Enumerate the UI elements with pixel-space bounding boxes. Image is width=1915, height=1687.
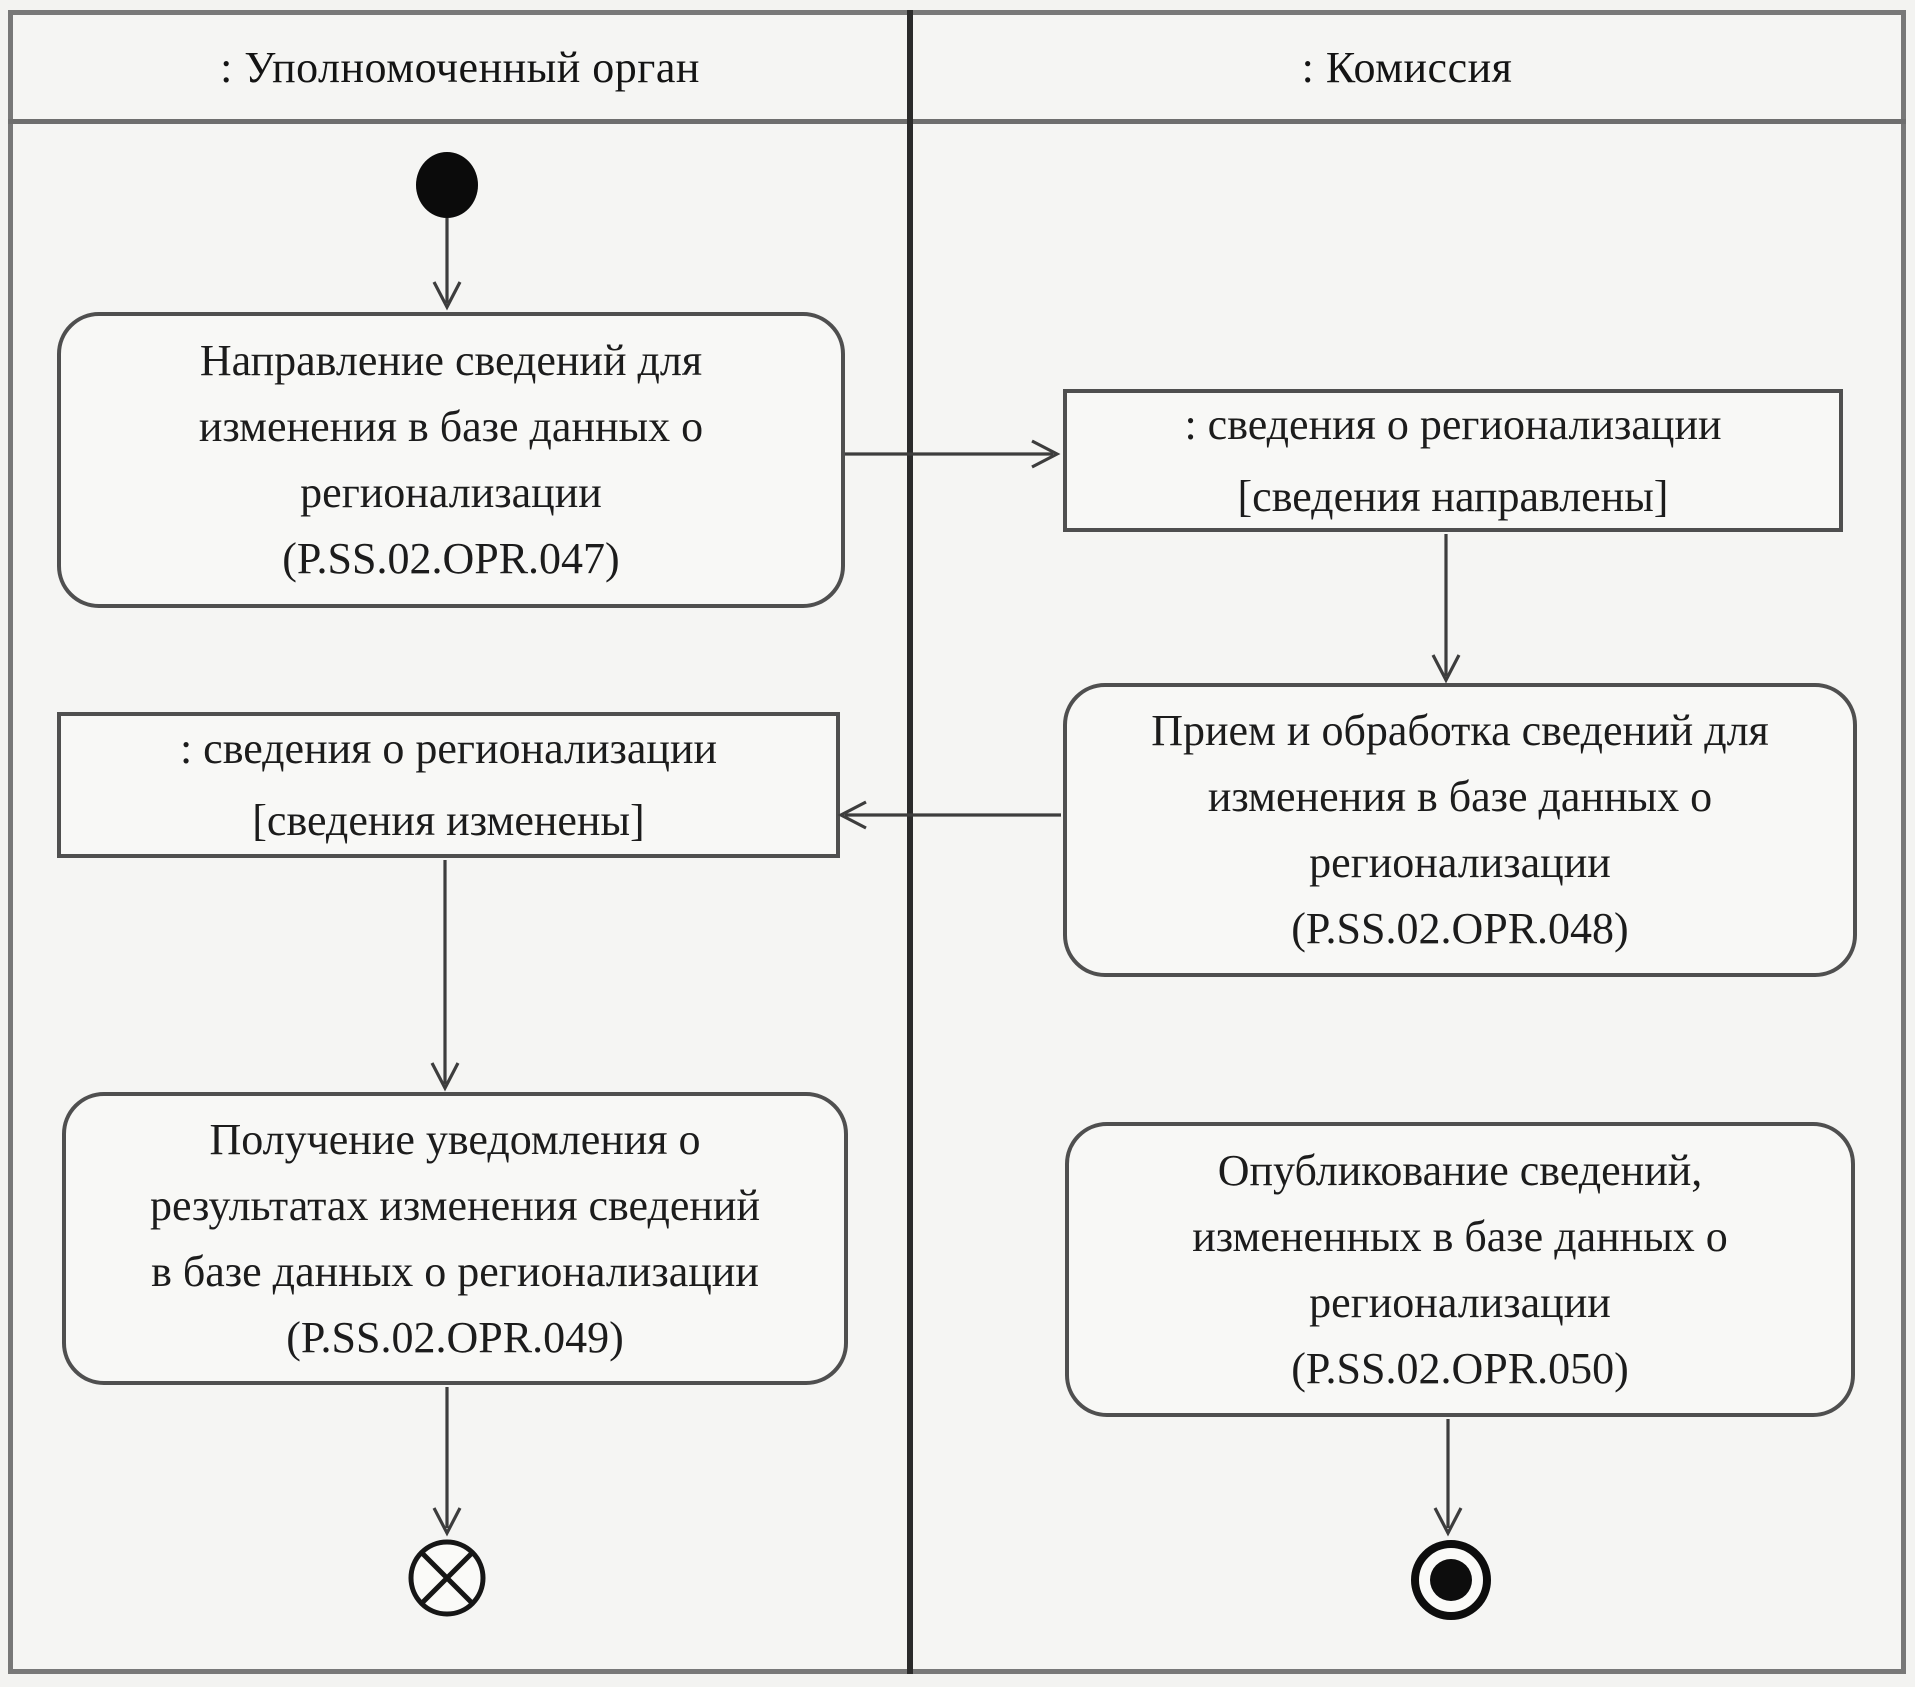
lane-header-commission: : Комиссия bbox=[913, 15, 1901, 119]
activity-opr047: Направление сведений для изменения в баз… bbox=[57, 312, 845, 608]
object-node-data-sent: : сведения о регионализации [сведения на… bbox=[1063, 389, 1843, 532]
lane-title-commission: : Комиссия bbox=[1301, 42, 1513, 92]
activity-opr049: Получение уведомления о результатах изме… bbox=[62, 1092, 848, 1385]
object-node-data-changed: : сведения о регионализации [сведения из… bbox=[57, 712, 840, 858]
lane-title-authorized-body: : Уполномоченный орган bbox=[220, 42, 700, 92]
header-separator bbox=[8, 119, 1906, 124]
lane-header-authorized-body: : Уполномоченный орган bbox=[13, 15, 907, 119]
activity-opr050: Опубликование сведений, измененных в баз… bbox=[1065, 1122, 1855, 1417]
activity-opr048: Прием и обработка сведений для изменения… bbox=[1063, 683, 1857, 977]
lane-divider bbox=[907, 10, 913, 1674]
